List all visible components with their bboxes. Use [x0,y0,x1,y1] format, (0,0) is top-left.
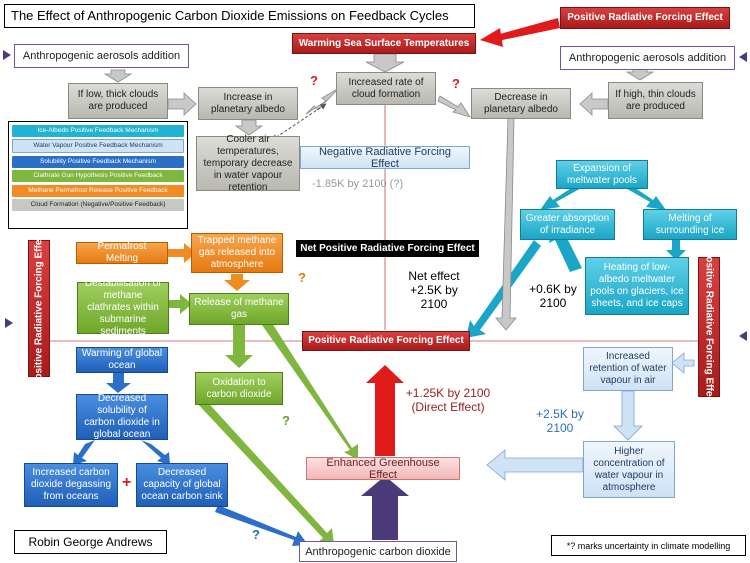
page-title: The Effect of Anthropogenic Carbon Dioxi… [4,4,475,28]
arrow-aerosol-left-down [103,69,133,83]
arrow-warming-to-solubility [106,373,131,393]
arrow-oxidation-to-co2 [196,396,334,545]
legend-water-vapour: Water Vapour Positive Feedback Mechanism [12,139,184,154]
left-edge-arrow-mid [5,318,13,328]
left-edge-arrow-top [3,50,11,60]
node-oxidation: Oxidation to carbon dioxide [195,372,283,405]
arrow-albedo-down [234,119,264,136]
arrow-retention-to-higher [613,390,643,441]
author-credit: Robin George Andrews [14,530,167,554]
node-trapped-methane: Trapped methane gas released into atmosp… [191,233,283,273]
arrow-solubility-to-sink [141,440,170,465]
legend: Ice-Albedo Positive Feedback Mechanism W… [8,121,188,229]
node-heating-pools: Heating of low-albedo meltwater pools on… [585,257,689,315]
question-mark-2: ? [452,76,460,91]
legend-ice-albedo: Ice-Albedo Positive Feedback Mechanism [12,125,184,137]
node-destabilisation: Destabilisation of methane clathrates wi… [77,278,169,337]
label-plus-125: +1.25K by 2100 (Direct Effect) [405,386,491,414]
warming-red-arrow [489,18,560,42]
node-negative-forcing: Negative Radiative Forcing Effect [300,146,470,170]
banner-positive-center: Positive Radiative Forcing Effect [302,331,470,351]
arrow-higher-to-greenhouse [486,449,584,481]
arrow-cloud-to-right [437,95,471,118]
arrow-sst-down [365,53,405,73]
question-mark-1: ? [310,73,318,88]
node-expansion-pools: Expansion of meltwater pools [556,160,648,189]
node-high-thin-clouds: If high, thin clouds are produced [608,82,703,119]
node-water-vapour-retention: Increased retention of water vapour in a… [583,347,673,391]
right-edge-arrow-mid [739,331,747,341]
banner-positive-right-vertical: Positive Radiative Forcing Effect [698,249,720,405]
node-cloud-formation: Increased rate of cloud formation [336,72,436,105]
arrow-right-to-retention [671,352,695,374]
node-greater-absorption: Greater absorption of irradiance [520,209,615,240]
node-aerosols-left: Anthropogenic aerosols addition [14,44,189,68]
dashed-feedback-arrow [271,103,327,141]
direct-effect-red-arrow [366,365,404,456]
legend-solubility: Solubility Positive Feedback Mechanism [12,155,184,168]
arrow-destab-to-release [168,294,192,314]
arrow-trapped-to-release [224,274,250,291]
label-net-effect: Net effect +2.5K by 2100 [408,269,460,311]
question-mark-3: ? [298,270,306,285]
arrow-release-to-greenhouse [262,320,358,460]
node-release-methane: Release of methane gas [189,293,289,325]
footnote: *? marks uncertainty in climate modellin… [551,535,746,556]
arrow-high-to-albedo [579,92,609,116]
warming-red-arrowhead [480,28,503,47]
node-degassing: Increased carbon dioxide degassing from … [24,463,118,507]
arrow-release-to-oxidation [225,325,253,368]
node-permafrost: Permafrost Melting [76,241,168,264]
label-plus-sign: + [122,474,132,491]
label-plus-25-wv: +2.5K by 2100 [536,407,584,435]
arrow-melting-to-heating [666,240,686,260]
legend-cloud-formation: Cloud Formation (Negative/Positive Feedb… [12,198,184,211]
arrow-low-to-albedo [167,92,197,116]
legend-clathrate: Clathrate Gun Hypothesis Positive Feedba… [12,170,184,183]
question-mark-4: ? [282,413,290,428]
arrow-permafrost-to-trapped [168,243,196,263]
arrow-decrease-albedo-down [495,117,517,331]
node-decreased-sink: Decreased capacity of global ocean carbo… [136,463,228,507]
right-edge-arrow-top [739,52,747,62]
arrow-sink-to-co2 [215,505,308,546]
node-greenhouse: Enhanced Greenhouse Effect [306,457,460,481]
arrow-cloud-to-left [305,87,340,115]
banner-net-positive: Net Positive Radiative Forcing Effect [296,240,479,257]
node-warming-ocean: Warming of global ocean [76,347,168,373]
label-plus-06: +0.6K by 2100 [529,282,577,310]
banner-positive-left-vertical: Positive Radiative Forcing Effect [28,231,50,386]
node-low-thick-clouds: If low, thick clouds are produced [68,83,168,119]
node-decrease-albedo: Decrease in planetary albedo [471,88,571,119]
node-decreased-solubility: Decreased solubility of carbon dioxide i… [76,393,168,440]
banner-warming-sst: Warming Sea Surface Temperatures [292,33,476,54]
co2-purple-arrow [361,476,409,540]
node-increase-albedo: Increase in planetary albedo [198,87,298,120]
node-anthro-co2: Anthropogenic carbon dioxide [299,541,457,562]
question-mark-5: ? [252,527,260,542]
node-melting-ice: Melting of surrounding ice [643,209,737,240]
arrow-solubility-to-degassing [73,440,95,465]
node-higher-concentration: Higher concentration of water vapour in … [583,441,675,498]
node-cooler-air: Cooler air temperatures, temporary decre… [196,134,300,193]
banner-positive-top-right: Positive Radiative Forcing Effect [560,7,730,29]
node-aerosols-right: Anthropogenic aerosols addition [560,46,735,70]
legend-methane-permafrost: Methane Permafrost Release Positive Feed… [12,184,184,197]
label-minus-185: -1.85K by 2100 (?) [312,178,404,190]
